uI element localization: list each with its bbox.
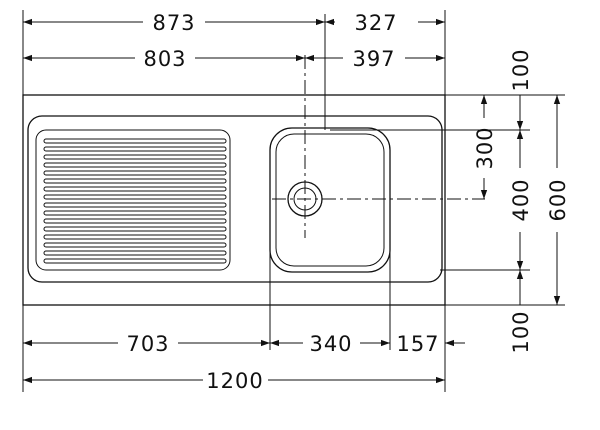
drainer-ribs [43, 138, 227, 264]
dim-873: 873 [152, 11, 195, 35]
drainer-rib [43, 194, 227, 200]
drainer-rib [43, 138, 227, 144]
drainer-rib [43, 162, 227, 168]
dim-row-top-2: 803 397 [23, 47, 445, 71]
center-lines [272, 55, 485, 238]
drainer-rib [43, 258, 227, 264]
dim-1200: 1200 [206, 369, 263, 393]
drainer-rib [43, 226, 227, 232]
drainer-rib [43, 186, 227, 192]
drainer-rib [43, 202, 227, 208]
sink-outline [22, 94, 446, 306]
dim-row-bottom-1: 703 340 157 [23, 332, 465, 356]
drainer-rib [43, 178, 227, 184]
bowl [269, 127, 391, 273]
dim-row-top-1: 873 327 [23, 11, 445, 35]
dim-300: 300 [473, 126, 497, 169]
dim-703: 703 [126, 332, 169, 356]
drainer-outline [35, 129, 231, 271]
dim-400: 400 [509, 178, 533, 221]
drainer-rib [43, 170, 227, 176]
bowl-outline-outer [269, 127, 391, 273]
drainer-rib [43, 234, 227, 240]
dim-right-400-100: 400 100 100 [509, 48, 533, 353]
dim-row-bottom-2: 1200 [23, 369, 445, 393]
dim-right-300: 300 [473, 95, 497, 199]
drainer [35, 129, 231, 271]
worktop-cutout-outline [22, 94, 446, 306]
dim-340: 340 [309, 332, 352, 356]
dim-100-top: 100 [509, 48, 533, 91]
drainer-rib [43, 154, 227, 160]
drainer-rib [43, 218, 227, 224]
dim-right-600: 600 [546, 95, 570, 305]
dim-803: 803 [143, 47, 186, 71]
dim-157: 157 [396, 332, 439, 356]
dim-600: 600 [546, 178, 570, 221]
extension-lines [22, 10, 565, 392]
dim-397: 397 [352, 47, 395, 71]
dim-100-bottom: 100 [509, 310, 533, 353]
drainer-rib [43, 250, 227, 256]
drainer-rib [43, 210, 227, 216]
bowl-outline-inner [275, 133, 385, 267]
drainer-rib [43, 146, 227, 152]
dim-327: 327 [354, 11, 397, 35]
drainer-rib [43, 242, 227, 248]
